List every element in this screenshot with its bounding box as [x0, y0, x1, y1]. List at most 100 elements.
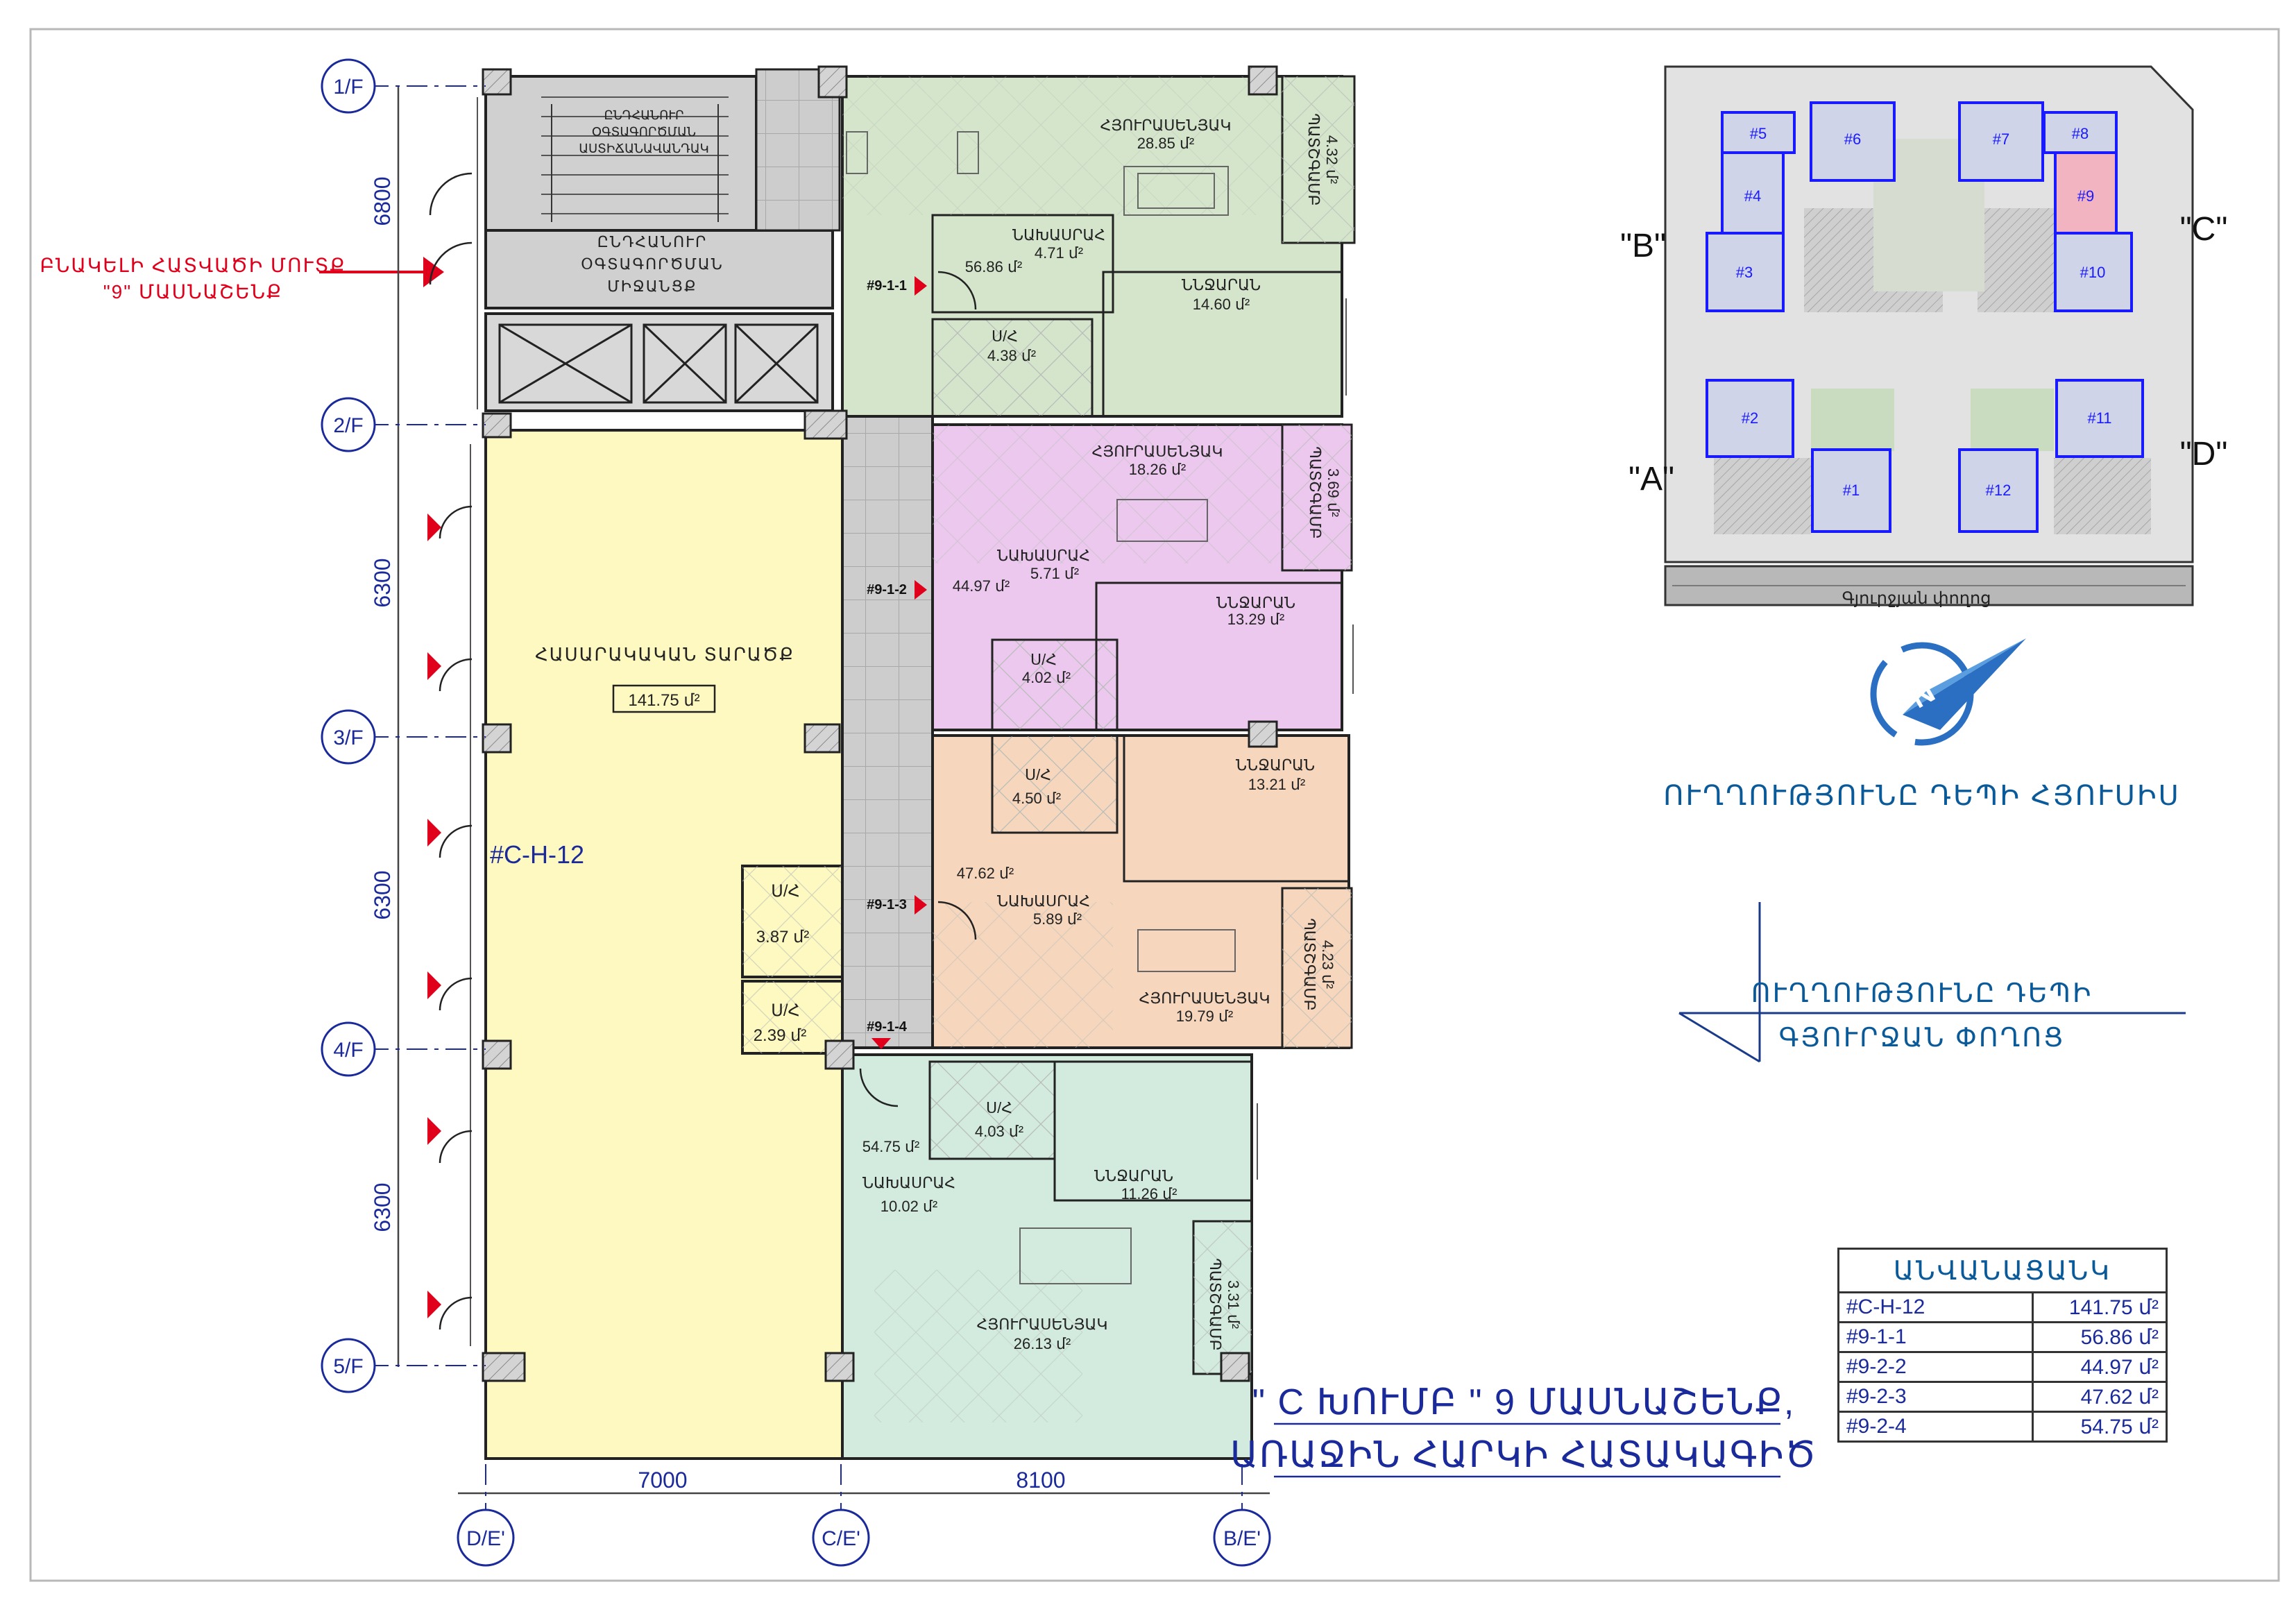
site-block-label: #1 [1843, 482, 1860, 499]
north-label: ՈՒՂՂՈՒԹՅՈՒՆԸ ԴԵՊԻ ՀՅՈՒՍԻՍ [1663, 781, 2181, 811]
legend-name: #C-H-12 [1837, 1291, 2034, 1323]
public-area-box [612, 684, 716, 713]
legend-name: #9-2-3 [1837, 1381, 2034, 1413]
hall-label: ԸՆԴՀԱՆՈՒՐ [597, 233, 708, 250]
apartment-total: 54.75 մ² [862, 1138, 919, 1155]
drawing-title: " C ԽՈՒՄԲ " 9 ՄԱՍՆԱՇԵՆՔ, [1252, 1382, 1796, 1422]
balcony-area: 3.69 մ² [1325, 468, 1342, 517]
site-block-label: #3 [1736, 264, 1753, 281]
site-group-label: "C" [2180, 211, 2228, 248]
room-area: 5.89 մ² [1033, 910, 1082, 928]
dimension-vertical: 6300 [370, 558, 395, 607]
room-wc-label: Ս/Հ [1025, 766, 1051, 783]
room-area: 4.03 մ² [975, 1123, 1023, 1140]
room-area: 13.21 մ² [1248, 776, 1305, 793]
axis-col-label: C/E' [822, 1527, 860, 1550]
room-wc-label: Ս/Հ [1030, 651, 1057, 668]
public-wc2-area: 2.39 մ² [754, 1026, 807, 1045]
apartment-total: 47.62 մ² [957, 865, 1014, 882]
dimension-vertical: 6800 [370, 176, 395, 226]
room-label: ՆՆՋԱՐԱՆ [1216, 594, 1295, 611]
sheet-border [29, 28, 2280, 1582]
street-direction-icon [1678, 902, 2186, 1063]
public-wc1-area: 3.87 մ² [756, 928, 810, 946]
room-label: ՆԱԽԱՍՐԱՀ [997, 547, 1090, 564]
balcony-area: 3.31 մ² [1225, 1280, 1242, 1329]
site-road-label: Գյուրջյան փողոց [1842, 589, 1991, 608]
legend-area: 141.75 մ² [2032, 1291, 2168, 1323]
site-block-9 [2054, 151, 2118, 235]
balcony-label: ՊԱՏՇԳԱՄԲ [1207, 1258, 1224, 1351]
balcony-label: ՊԱՏՇԳԱՄԲ [1307, 446, 1324, 539]
balcony-area: 4.23 մ² [1319, 940, 1336, 989]
balcony-label: ՊԱՏՇԳԱՄԲ [1301, 918, 1318, 1011]
floor-plan [319, 58, 1356, 1567]
apartment-id: #9-1-2 [867, 582, 907, 597]
room-area: 13.29 մ² [1227, 611, 1284, 628]
apartment-total: 56.86 մ² [965, 258, 1022, 275]
site-block-label: #2 [1742, 409, 1758, 427]
apartment-total: 44.97 մ² [953, 577, 1010, 595]
hall-label: ՄԻՋԱՆՑՔ [607, 278, 697, 295]
site-block-label: #6 [1844, 130, 1861, 148]
legend-name: #9-2-2 [1837, 1351, 2034, 1383]
site-block-label: #10 [2080, 264, 2106, 281]
elevator-shaft-zone [484, 312, 834, 412]
room-label: ՆԱԽԱՍՐԱՀ [1012, 226, 1105, 244]
site-group-label: "B" [1620, 228, 1666, 264]
room-area: 14.60 մ² [1193, 296, 1250, 313]
legend-area: 44.97 մ² [2032, 1351, 2168, 1383]
site-block-4 [1721, 151, 1785, 235]
site-block-label: #11 [2087, 409, 2111, 427]
room-label: ՆԱԽԱՍՐԱՀ [862, 1174, 955, 1191]
balcony-label: ՊԱՏՇԳԱՄԲ [1305, 113, 1323, 206]
room-wc-label: Ս/Հ [771, 1001, 799, 1020]
site-block-2 [1706, 379, 1794, 458]
street-direction-label: ԳՅՈՒՐՋԱՆ ՓՈՂՈՑ [1779, 1023, 2066, 1053]
room-area: 11.26 մ² [1121, 1185, 1177, 1203]
room-label: ՀՅՈՒՐԱՍԵՆՅԱԿ [976, 1316, 1107, 1333]
entrance-label: ԲՆԱԿԵԼԻ ՀԱՏՎԱԾԻ ՄՈՒՏՔ [40, 255, 346, 276]
room-area: 5.71 մ² [1030, 565, 1079, 582]
public-space-id: #C-H-12 [490, 840, 584, 869]
stair-label: ԱՍՏԻՃԱՆԱՎԱՆԴԱԿ [579, 142, 709, 155]
room-label: ՀՅՈՒՐԱՍԵՆՅԱԿ [1139, 989, 1270, 1007]
dimension-vertical: 6300 [370, 1182, 395, 1232]
street-direction-label: ՈՒՂՂՈՒԹՅՈՒՆԸ ԴԵՊԻ [1751, 979, 2093, 1008]
room-area: 4.02 մ² [1022, 669, 1071, 686]
public-area-value: 141.75 մ² [628, 691, 699, 710]
legend-header: ԱՆՎԱՆԱՑԱՆԿ [1837, 1248, 2168, 1293]
room-label: ՆՆՋԱՐԱՆ [1236, 756, 1315, 774]
room-label: ՆՆՋԱՐԱՆ [1182, 276, 1261, 294]
site-block-label: #5 [1750, 125, 1767, 142]
site-block-label: #9 [2077, 187, 2094, 205]
legend-area: 56.86 մ² [2032, 1321, 2168, 1353]
site-block-12 [1958, 448, 2039, 533]
axis-row-label: 4/F [333, 1039, 363, 1062]
site-block-label: #4 [1744, 187, 1761, 205]
apartment-id: #9-1-4 [867, 1019, 908, 1035]
room-area: 10.02 մ² [881, 1198, 937, 1215]
public-space-label: ՀԱՍԱՐԱԿԱԿԱՆ ՏԱՐԱԾՔ [535, 644, 794, 665]
room-area: 26.13 մ² [1014, 1335, 1071, 1352]
room-wc-label: Ս/Հ [992, 328, 1018, 345]
apartment-id: #9-1-1 [867, 278, 907, 294]
legend-area: 47.62 մ² [2032, 1381, 2168, 1413]
entrance-sublabel: "9" ՄԱՍՆԱՇԵՆՔ [103, 281, 283, 303]
dimension-horizontal: 7000 [638, 1468, 687, 1493]
room-area: 18.26 մ² [1129, 461, 1186, 478]
room-wc-label: Ս/Հ [771, 882, 799, 901]
room-area: 28.85 մ² [1137, 135, 1194, 152]
drawing-subtitle: ԱՌԱՋԻՆ ՀԱՐԿԻ ՀԱՏԱԿԱԳԻԾ [1230, 1435, 1817, 1475]
common-hall-zone [484, 229, 834, 309]
apartment-id: #9-1-3 [867, 897, 907, 912]
room-label: ՀՅՈՒՐԱՍԵՆՅԱԿ [1100, 117, 1231, 134]
hall-label: ՕԳՏԱԳՈՐԾՄԱՆ [581, 255, 724, 273]
room-area: 4.38 մ² [987, 347, 1036, 364]
axis-row-label: 3/F [333, 726, 363, 749]
